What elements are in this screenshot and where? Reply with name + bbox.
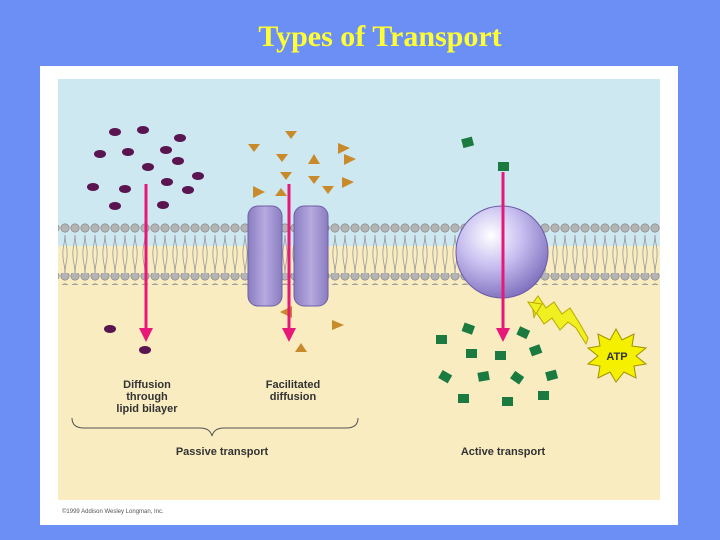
- transport-arrows: [139, 172, 510, 342]
- extracellular-region: [58, 79, 660, 246]
- lipid-bilayer: [58, 223, 660, 285]
- energy-bolt-icon: [531, 295, 589, 346]
- channel-protein: [247, 205, 329, 307]
- facilitated-label-line1: Facilitated: [266, 379, 320, 391]
- passive-transport-label: Passive transport: [176, 446, 269, 458]
- slide-title: Types of Transport: [258, 20, 502, 53]
- cytoplasm-region: [58, 246, 660, 500]
- diagram-canvas: ATP Diffusion through lipid bilayer Faci…: [58, 79, 660, 515]
- atp-starburst-icon: [586, 327, 648, 383]
- diffusion-label-line2: through: [126, 391, 168, 403]
- small-molecules: [87, 126, 204, 354]
- diffusion-label-line1: Diffusion: [123, 379, 171, 391]
- active-transport-molecules: [436, 136, 559, 406]
- passive-transport-bracket: [71, 417, 359, 437]
- ion-molecules: [248, 131, 356, 352]
- transport-diagram: ATP Diffusion through lipid bilayer Faci…: [40, 66, 678, 525]
- facilitated-label-line2: diffusion: [270, 391, 317, 403]
- diffusion-label-line3: lipid bilayer: [116, 403, 178, 415]
- atp-label: ATP: [606, 351, 627, 363]
- active-transport-label: Active transport: [461, 446, 546, 458]
- copyright-text: ©1999 Addison Wesley Longman, Inc.: [62, 508, 164, 515]
